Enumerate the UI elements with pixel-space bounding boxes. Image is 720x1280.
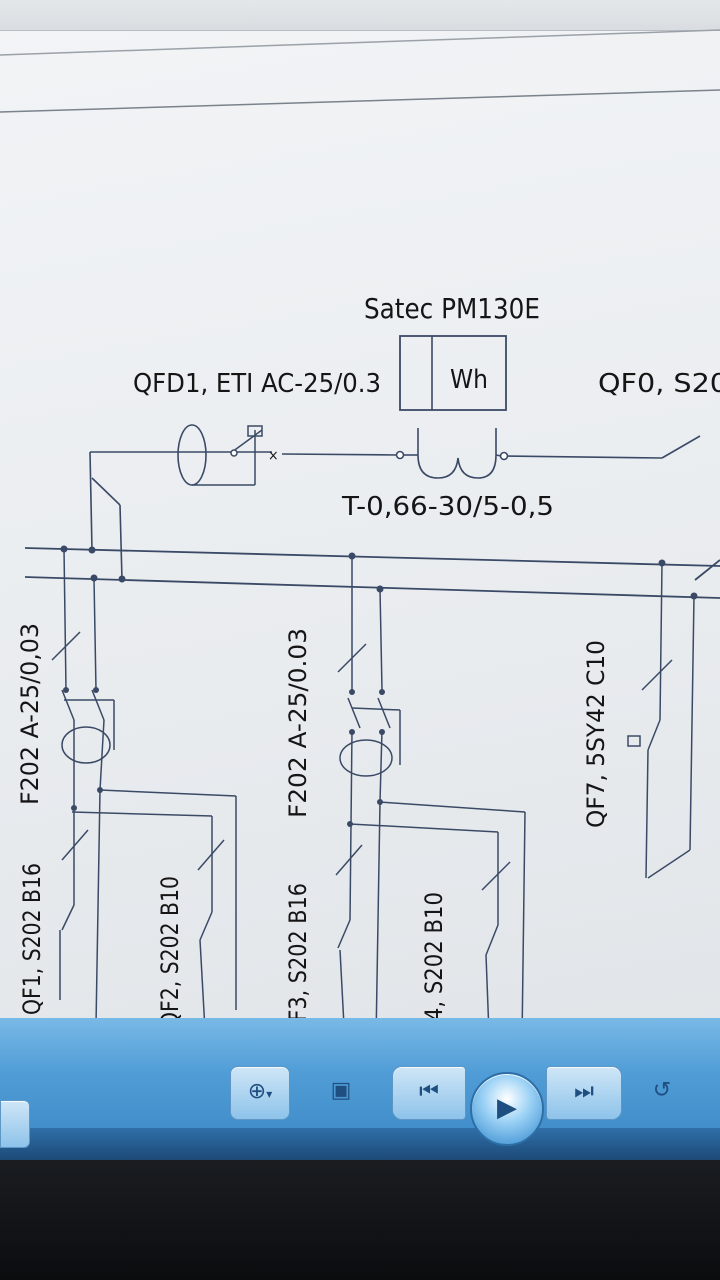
breaker-qf2-label: QF2, S202 B10 xyxy=(156,876,184,1028)
rcd-contact xyxy=(192,425,263,486)
rotate-button[interactable]: ↺ xyxy=(640,1066,684,1118)
rcd-main-label: QFD1, ETI AC-25/0.3 xyxy=(133,369,381,399)
fit-icon: ▣ xyxy=(330,1078,352,1103)
wiring-schematic: × xyxy=(0,29,720,1061)
document-viewer: × xyxy=(0,0,720,1160)
zoom-button[interactable]: ⊕▾ xyxy=(230,1066,290,1120)
previous-icon: ⏮ xyxy=(419,1079,439,1104)
branch-group-2 xyxy=(335,556,526,1061)
slideshow-button[interactable]: ▶ xyxy=(470,1072,544,1146)
monitor-bezel xyxy=(0,1160,720,1280)
rcd-toroid xyxy=(177,424,207,486)
rotate-icon: ↺ xyxy=(652,1078,672,1103)
meter-title: Satec PM130E xyxy=(364,292,540,325)
next-button[interactable]: ⏭ xyxy=(546,1066,622,1120)
next-icon: ⏭ xyxy=(574,1079,594,1104)
meter-box xyxy=(399,335,507,411)
actual-size-button[interactable]: ▣ xyxy=(318,1066,364,1118)
rcd-cross-mark: × xyxy=(268,448,279,464)
current-transformer-symbol xyxy=(395,428,509,479)
play-icon: ▶ xyxy=(497,1093,517,1123)
busbars xyxy=(24,547,720,599)
window-top-strip xyxy=(0,0,720,31)
breaker-qf3-label: QF3, S202 B16 xyxy=(284,883,312,1038)
previous-button[interactable]: ⏮ xyxy=(392,1066,466,1120)
rcbo-1-label: F202 A-25/0,03 xyxy=(16,623,44,805)
breaker-qf7-label: QF7, 5SY42 C10 xyxy=(582,640,610,828)
branch-junctions xyxy=(63,687,385,827)
current-transformer-label: T-0,66-30/5-0,5 xyxy=(341,492,554,522)
page-border-top xyxy=(0,29,720,56)
sidebar-toggle-button[interactable] xyxy=(0,1100,30,1148)
breaker-qf1-label: QF1, S202 B16 xyxy=(18,863,46,1015)
chevron-down-icon: ▾ xyxy=(266,1087,273,1101)
meter-unit: Wh xyxy=(450,365,488,395)
rcbo-2-label: F202 A-25/0.03 xyxy=(284,628,312,818)
incoming-line xyxy=(89,435,701,581)
bus-junctions xyxy=(60,545,698,600)
branch-qf7 xyxy=(627,562,695,879)
page-border-inner xyxy=(0,89,720,113)
main-breaker-label: QF0, S20 xyxy=(598,369,720,399)
branch-group-1 xyxy=(51,548,237,1031)
zoom-icon: ⊕ xyxy=(247,1079,267,1104)
